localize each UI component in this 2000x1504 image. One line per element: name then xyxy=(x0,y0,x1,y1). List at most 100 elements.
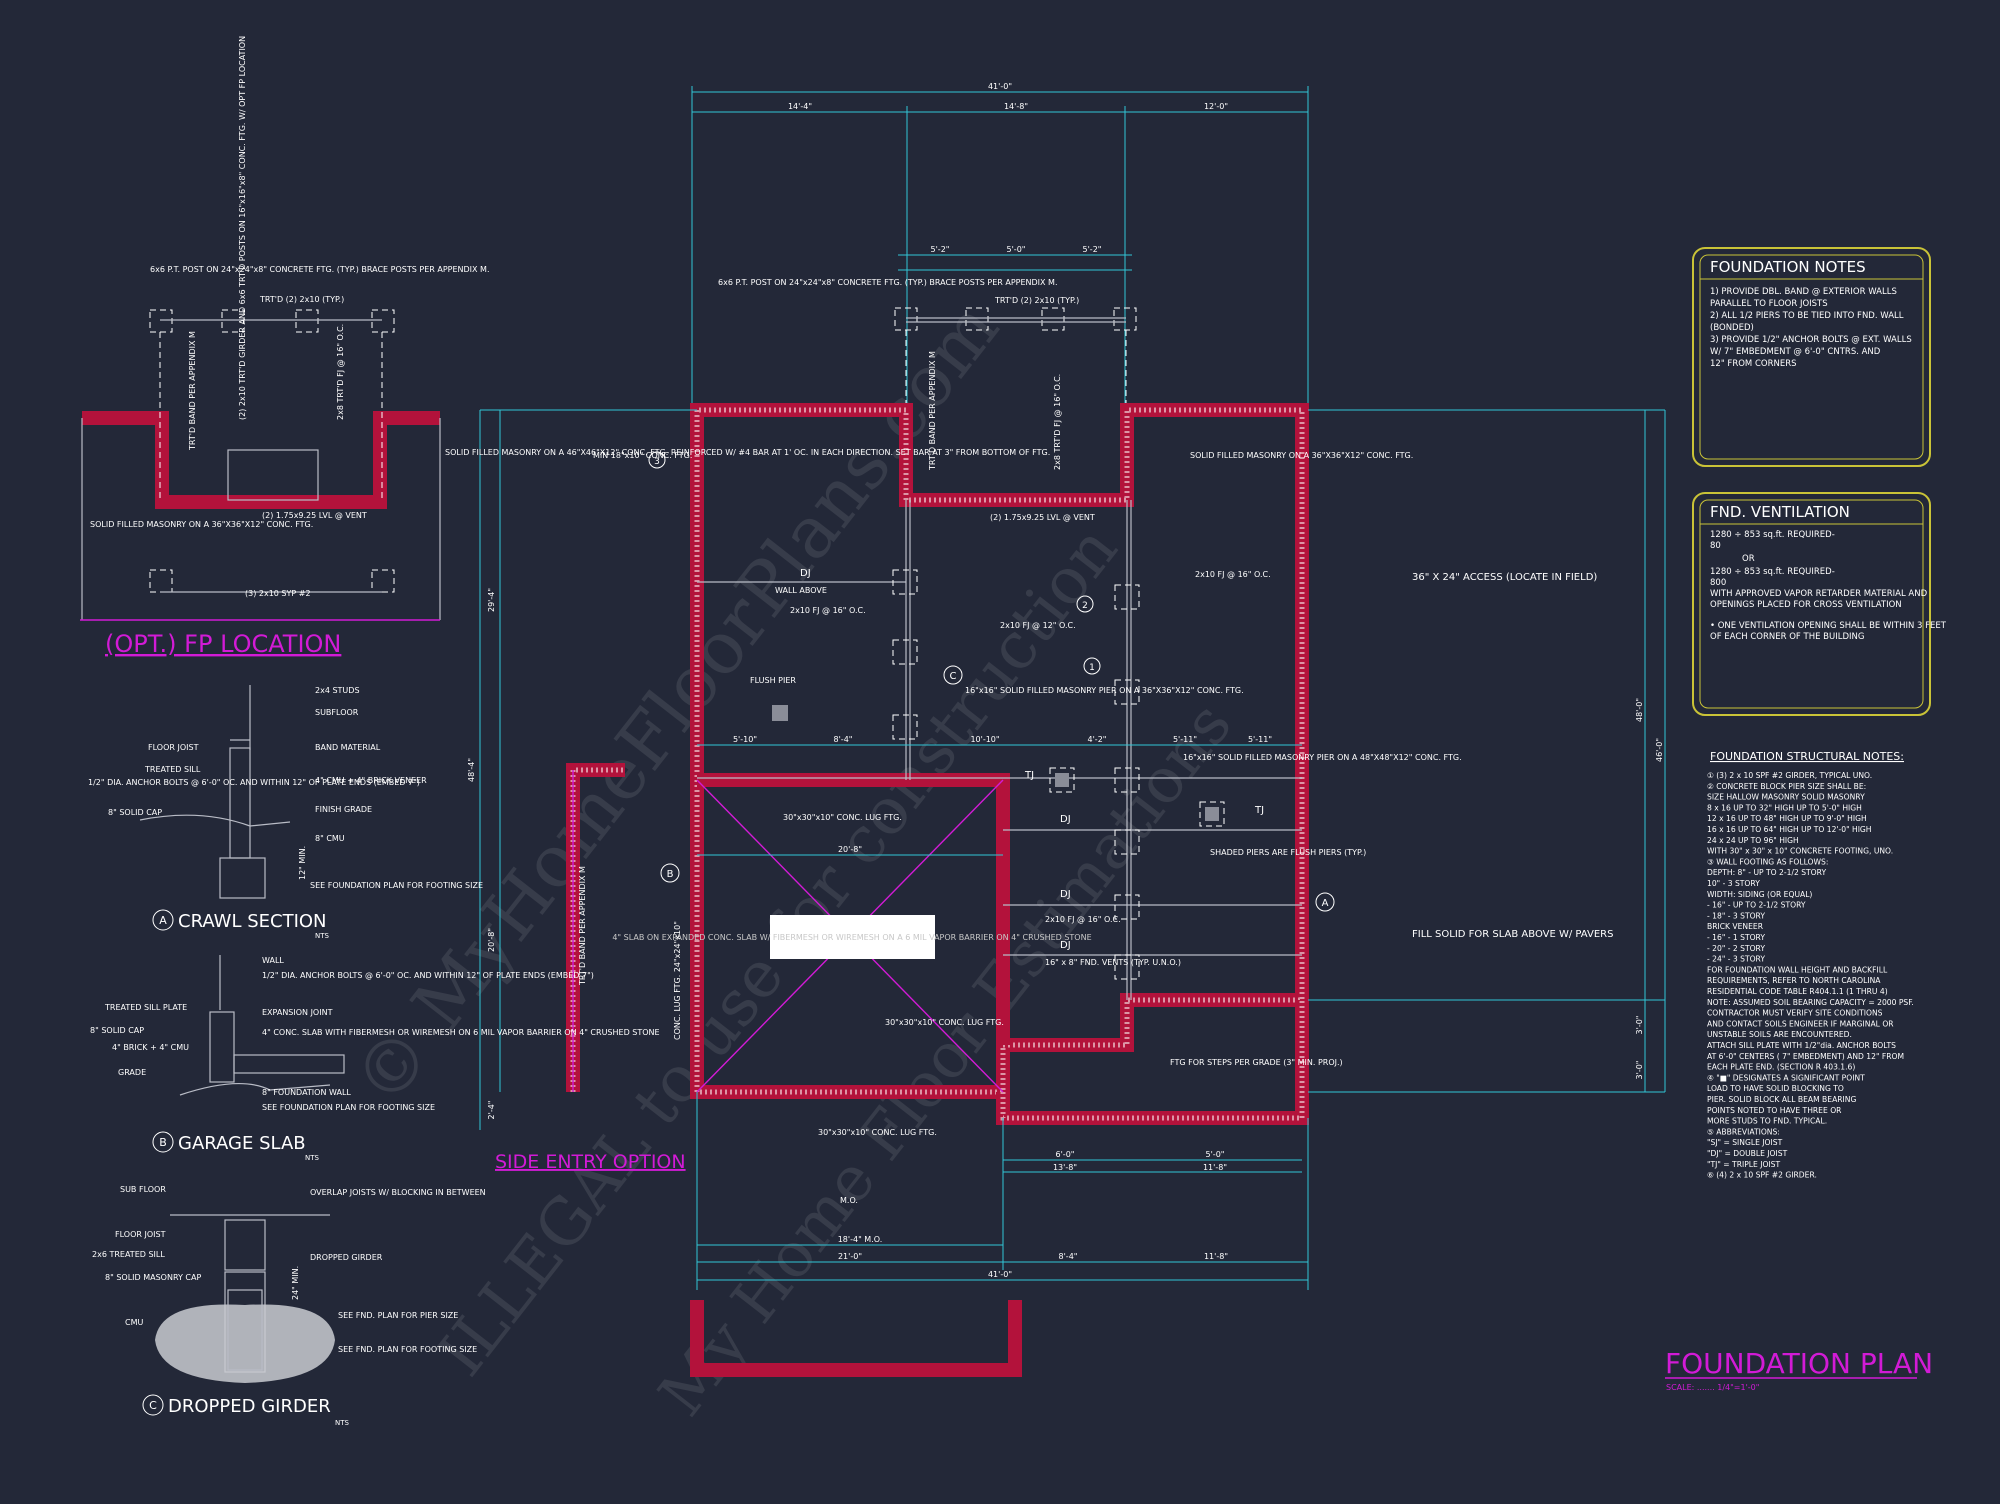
crawl-label-sill: TREATED SILL xyxy=(144,765,201,774)
svg-text:A: A xyxy=(1322,898,1329,909)
dim-left-3: 20'-8" xyxy=(487,928,496,952)
callout-conc-lug-side: TRT'D BAND PER APPENDIX M xyxy=(578,866,587,986)
dim-stair-4: 13'-8" xyxy=(1053,1163,1077,1172)
girder-label-footing: SEE FND. PLAN FOR FOOTING SIZE xyxy=(338,1345,477,1354)
structural-note-line: ④ "■" DESIGNATES A SIGNIFICANT POINT xyxy=(1707,1073,1865,1082)
crawl-label-cmu: 4" CMU + 4" BRICK VENEER xyxy=(315,776,427,785)
fp-callout-lvl: (2) 1.75x9.25 LVL @ VENT xyxy=(262,511,367,520)
structural-note-line: NOTE: ASSUMED SOIL BEARING CAPACITY = 20… xyxy=(1707,998,1914,1007)
ventilation-line-4: 1280 ÷ 853 sq.ft. REQUIRED- xyxy=(1710,567,1835,577)
main-plan: 41'-0" 14'-4" 14'-8" 12'-0" 5'-2" 5'-0" … xyxy=(467,82,1666,1377)
crawl-label-cap: 8" SOLID CAP xyxy=(108,808,162,817)
structural-note-line: ① (3) 2 x 10 SPF #2 GIRDER, TYPICAL UNO. xyxy=(1707,771,1872,780)
plan-callouts: 6x6 P.T. POST ON 24"x24"x8" CONCRETE FTG… xyxy=(578,278,1613,1205)
structural-notes: FOUNDATION STRUCTURAL NOTES: ① (3) 2 x 1… xyxy=(1707,750,1914,1180)
fp-callout-syp: (3) 2x10 SYP #2 xyxy=(245,589,311,598)
dim-porch-1: 5'-2" xyxy=(931,245,950,254)
structural-note-line: "SJ" = SINGLE JOIST xyxy=(1707,1138,1783,1147)
dim-stair-2: 5'-0" xyxy=(1206,1150,1225,1159)
callout-fj-16-b: 2x10 FJ @ 16" O.C. xyxy=(1045,915,1121,924)
plan-markers: B A C 3 2 1 xyxy=(648,451,1335,912)
garage-label-wall: WALL xyxy=(262,956,284,965)
girder-label-joist: FLOOR JOIST xyxy=(115,1230,166,1239)
callout-dj-2: DJ xyxy=(1060,814,1071,825)
ventilation-line-6: WITH APPROVED VAPOR RETARDER MATERIAL AN… xyxy=(1710,589,1928,599)
crawl-marker xyxy=(152,909,174,931)
foundation-note-5: 3) PROVIDE 1/2" ANCHOR BOLTS @ EXT. WALL… xyxy=(1710,335,1912,345)
crawl-section-detail: 2x4 STUDS SUBFLOOR FLOOR JOIST BAND MATE… xyxy=(88,685,483,940)
structural-note-line: PIER. SOLID BLOCK ALL BEAM BEARING xyxy=(1707,1095,1856,1104)
callout-steps-ftg: M.O. xyxy=(840,1196,858,1205)
svg-text:A: A xyxy=(159,914,167,927)
crawl-label-band: BAND MATERIAL xyxy=(315,743,381,752)
dim-stair-3: 11'-8" xyxy=(1203,1163,1227,1172)
callout-tj-1: TJ xyxy=(1024,770,1034,781)
dim-porch-3: 5'-2" xyxy=(1083,245,1102,254)
svg-text:C: C xyxy=(149,1399,157,1412)
dim-right-1: 48'-0" xyxy=(1635,698,1644,722)
garage-label-joint: EXPANSION JOINT xyxy=(262,1008,333,1017)
garage-label-brick: 4" BRICK + 4" CMU xyxy=(112,1043,189,1052)
dim-pier-6: 5'-11" xyxy=(1248,735,1272,744)
ventilation-line-5: 800 xyxy=(1710,578,1726,588)
callout-lug-ftg-3: 30"x30"x10" CONC. LUG FTG. xyxy=(818,1128,937,1137)
dim-pier-1: 5'-10" xyxy=(733,735,757,744)
structural-note-line: - 20" - 2 STORY xyxy=(1707,944,1765,953)
garage-label-cap: 8" SOLID CAP xyxy=(90,1026,144,1035)
structural-note-line: 12 x 16 UP TO 48" HIGH UP TO 9'-0" HIGH xyxy=(1707,814,1867,823)
structural-note-line: - 24" - 3 STORY xyxy=(1707,955,1765,964)
foundation-note-4: (BONDED) xyxy=(1710,323,1754,333)
main-title: FOUNDATION PLAN xyxy=(1665,1347,1933,1380)
dim-top-2: 14'-8" xyxy=(1004,102,1028,111)
garage-marker xyxy=(152,1131,174,1153)
dim-right-2: 46'-0" xyxy=(1655,738,1664,762)
garage-label-grade: GRADE xyxy=(118,1068,146,1077)
structural-note-line: 24 x 24 UP TO 96" HIGH xyxy=(1707,836,1799,845)
crawl-label-footing: SEE FOUNDATION PLAN FOR FOOTING SIZE xyxy=(310,881,483,890)
dim-pier-5: 5'-11" xyxy=(1173,735,1197,744)
structural-note-line: ⑤ ABBREVIATIONS: xyxy=(1707,1127,1780,1136)
foundation-note-3: 2) ALL 1/2 PIERS TO BE TIED INTO FND. WA… xyxy=(1710,311,1904,321)
girders-piers xyxy=(697,500,1302,1000)
structural-note-line: 16 x 16 UP TO 64" HIGH UP TO 12'-0" HIGH xyxy=(1707,825,1872,834)
girder-label-dropped: DROPPED GIRDER xyxy=(310,1253,383,1262)
ventilation-line-2: 80 xyxy=(1710,541,1721,551)
crawl-label-subfloor: SUBFLOOR xyxy=(315,708,359,717)
ventilation-title: FND. VENTILATION xyxy=(1710,503,1850,521)
structural-note-line: FOR FOUNDATION WALL HEIGHT AND BACKFILL xyxy=(1707,965,1888,974)
callout-fj-16-right: 2x10 FJ @ 16" O.C. xyxy=(1195,570,1271,579)
garage-slab-detail: WALL 1/2" DIA. ANCHOR BOLTS @ 6'-0" OC. … xyxy=(90,955,660,1162)
callout-base-stair: 16" x 8" FND. VENTS (TYP. U.N.O.) xyxy=(1045,958,1181,967)
svg-text:B: B xyxy=(159,1136,167,1149)
callout-fill-solid: FTG FOR STEPS PER GRADE (3" MIN. PROJ.) xyxy=(1170,1058,1343,1067)
side-entry-title: SIDE ENTRY OPTION xyxy=(495,1151,686,1173)
structural-note-line: BRICK VENEER xyxy=(1707,922,1764,931)
structural-note-line: 10" - 3 STORY xyxy=(1707,879,1760,888)
dim-pier-3: 10'-10" xyxy=(970,735,999,744)
fp-callout-girder: (2) 2x10 TRT'D GIRDER AND 6x6 TRT'D POST… xyxy=(238,36,247,420)
ventilation-line-3: OR xyxy=(1742,554,1755,564)
girder-label-cap: 8" SOLID MASONRY CAP xyxy=(105,1273,201,1282)
svg-text:2: 2 xyxy=(1082,601,1088,611)
pier-row-dimensions: 5'-10" 8'-4" 10'-10" 4'-2" 5'-11" 5'-11" xyxy=(697,735,1302,746)
callout-min-ftg: MIN 18"x10" CONC. FTG. xyxy=(593,451,692,460)
callout-porch-post: 6x6 P.T. POST ON 24"x24"x8" CONCRETE FTG… xyxy=(718,278,1058,287)
structural-note-line: POINTS NOTED TO HAVE THREE OR xyxy=(1707,1106,1842,1115)
callout-fj-12: 2x10 FJ @ 12" O.C. xyxy=(1000,621,1076,630)
structural-note-line: CONTRACTOR MUST VERIFY SITE CONDITIONS xyxy=(1707,1009,1883,1018)
dim-top-3: 12'-0" xyxy=(1204,102,1228,111)
callout-access: 36" X 24" ACCESS (LOCATE IN FIELD) xyxy=(1412,572,1597,583)
callout-dj-1: DJ xyxy=(800,568,811,579)
girder-label-overlap: OVERLAP JOISTS W/ BLOCKING IN BETWEEN xyxy=(310,1188,486,1197)
fp-callout-trtd: TRT'D (2) 2x10 (TYP.) xyxy=(259,295,344,304)
crawl-label-anchor: 1/2" DIA. ANCHOR BOLTS @ 6'-0" OC. AND W… xyxy=(88,778,420,787)
dim-pier-2: 8'-4" xyxy=(834,735,853,744)
callout-vents: FILL SOLID FOR SLAB ABOVE W/ PAVERS xyxy=(1412,929,1613,940)
side-entry-option: SIDE ENTRY OPTION xyxy=(495,770,686,1173)
bottom-dimensions: 18'-4" M.O. 21'-0" 8'-4" 11'-8" 41'-0" 6… xyxy=(696,1092,1309,1290)
ventilation-line-1: 1280 ÷ 853 sq.ft. REQUIRED- xyxy=(1710,530,1835,540)
structural-note-line: AND CONTACT SOILS ENGINEER IF MARGINAL O… xyxy=(1707,1019,1894,1028)
girder-nts: NTS xyxy=(335,1419,350,1427)
dim-bottom-3: 11'-8" xyxy=(1204,1252,1228,1261)
